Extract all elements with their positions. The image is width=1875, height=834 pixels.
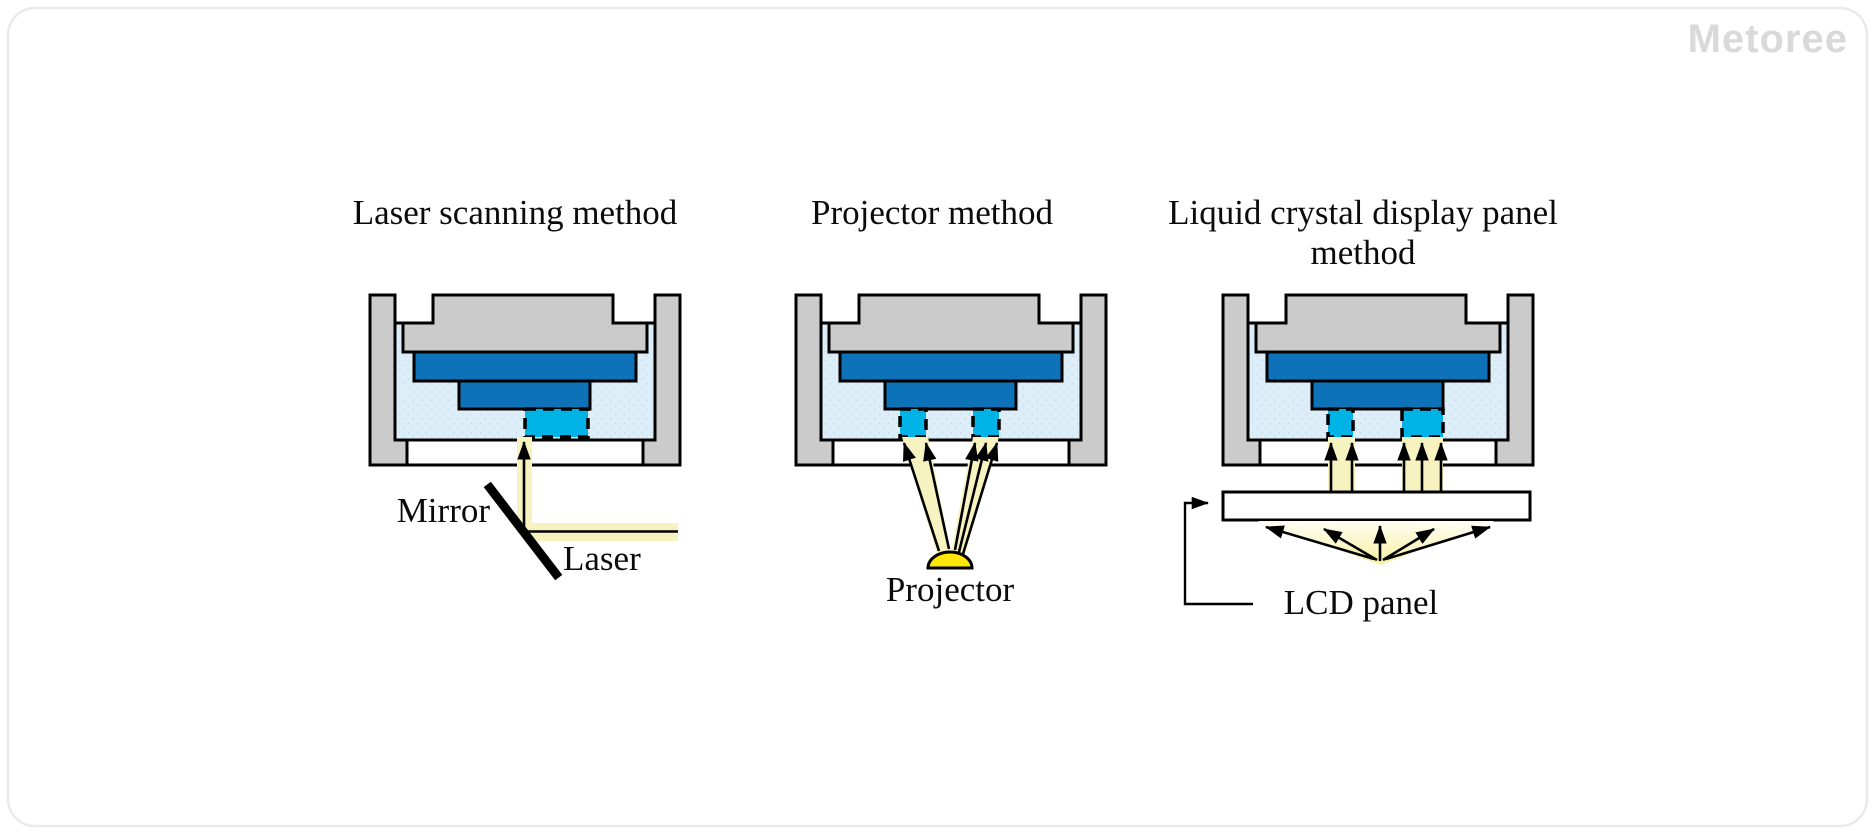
projector-beam-arrow <box>953 441 979 551</box>
mirror-label: Mirror <box>397 491 491 530</box>
laser-beam-assembly <box>483 437 678 581</box>
printed-layer-1 <box>1265 350 1491 383</box>
projector-beam-left-glow <box>902 437 951 557</box>
curing-layer-right <box>1400 407 1445 439</box>
lcd-beam-assembly <box>1183 437 1532 606</box>
projector-beam-assembly <box>902 437 999 570</box>
laser-method-title: Laser scanning method <box>353 193 678 232</box>
projector-beam-arrow <box>902 442 941 552</box>
printed-layer-2 <box>883 379 1018 411</box>
lcd-method-title-line1: Liquid crystal display panel <box>1168 193 1558 232</box>
projector-dome <box>926 550 974 570</box>
backlight-arrow <box>1385 525 1491 561</box>
printed-layer-1 <box>838 350 1064 383</box>
lcd-method-title-line2: method <box>1311 233 1416 272</box>
lcd-panel <box>1221 490 1532 522</box>
projector-method-title: Projector method <box>811 193 1054 232</box>
projector-beam-arrow <box>957 441 989 553</box>
laser-label: Laser <box>563 539 641 578</box>
projector-diagram <box>794 293 1108 467</box>
curing-layer-left <box>1326 407 1355 439</box>
lcd-panel-label: LCD panel <box>1284 583 1439 622</box>
backlight-arrow <box>1382 527 1435 562</box>
projector-label: Projector <box>886 570 1015 609</box>
projector-beam-arrow <box>961 442 999 555</box>
backlight-arrow <box>1323 527 1378 562</box>
curing-layer-right <box>971 407 1001 439</box>
vat-bottom-window <box>1258 438 1498 467</box>
projector-beam-arrow <box>923 441 951 550</box>
lcd-diagram <box>1221 293 1535 467</box>
curing-layer <box>523 407 590 439</box>
printed-layer-1 <box>412 350 638 383</box>
vat-bottom-window <box>831 438 1071 467</box>
mirror-line <box>483 481 563 581</box>
curing-layer-left <box>898 407 928 439</box>
build-platform <box>401 293 649 354</box>
build-platform <box>1254 293 1502 354</box>
printed-layer-2 <box>1310 379 1445 411</box>
printed-layer-2 <box>457 379 592 411</box>
lcd-panel-pointer-line <box>1183 496 1253 606</box>
backlight-arrow <box>1265 525 1375 561</box>
metoree-logo: Metoree <box>1688 17 1848 61</box>
build-platform <box>827 293 1075 354</box>
projector-beam-right-glow <box>951 437 999 557</box>
